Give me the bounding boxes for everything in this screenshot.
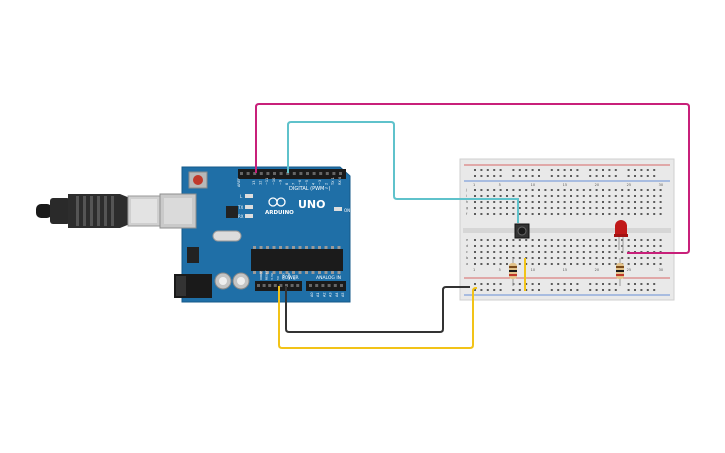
digital-pin-label: 2 (325, 183, 329, 185)
column-number: 10 (531, 268, 535, 272)
analog-pin-label: A2 (322, 292, 326, 297)
digital-pin-label: ~10 (272, 178, 276, 185)
wire-black[interactable] (285, 286, 470, 333)
row-letter: h (466, 200, 468, 204)
aref-label: AREF (237, 178, 241, 187)
digital-pin-label: 4 (311, 182, 315, 185)
usb-chip-icon (226, 206, 238, 218)
row-letter: f (466, 212, 468, 216)
column-number: 15 (563, 268, 567, 272)
row-letter: i (466, 194, 467, 198)
arduino-logo-icon (268, 197, 286, 207)
digital-label: DIGITAL (PWM~) (289, 186, 331, 192)
digital-pin-label: 8 (285, 183, 289, 185)
power-pin-label: GND (287, 272, 291, 280)
digital-pin-label: ~9 (278, 180, 282, 185)
microcontroller-chip (251, 246, 343, 274)
usb-cable-icon[interactable] (36, 194, 161, 228)
digital-pin-label: RX 0 (338, 177, 342, 185)
row-letter: a (466, 262, 468, 266)
column-number: 1 (473, 183, 475, 187)
analog-pin-label: A4 (335, 292, 339, 297)
board-brand-label: ARDUINO (265, 210, 294, 216)
column-number: 30 (659, 268, 663, 272)
digital-pin-label: ~5 (305, 180, 309, 185)
arduino-uno-board[interactable]: UNO ARDUINO DIGITAL (PWM~) POWER ANALOG … (159, 166, 351, 303)
digital-pin-label: TX 1 (331, 177, 335, 186)
column-number: 20 (595, 268, 599, 272)
analog-pin-label: A3 (329, 292, 333, 297)
row-letter: d (466, 244, 468, 248)
resistor-icon[interactable] (509, 258, 517, 286)
power-pin-label: IOREF (259, 271, 263, 280)
analog-pin-label: A5 (341, 292, 345, 297)
resistor-icon[interactable] (616, 258, 624, 286)
on-label: ON (344, 208, 350, 213)
power-pin-label: RESET (265, 270, 269, 280)
row-letter: b (466, 256, 469, 260)
wire-magenta[interactable] (255, 103, 690, 254)
regulator-icon (187, 247, 199, 263)
l-label: L (240, 194, 243, 199)
power-pin-label: GND (281, 272, 285, 280)
power-label: POWER (282, 275, 299, 281)
power-pin-label: 5V (276, 275, 280, 280)
column-number: 5 (499, 183, 501, 187)
row-letter: e (466, 238, 468, 242)
capacitor-icon (214, 272, 250, 290)
column-number: 1 (473, 268, 475, 272)
digital-pin-label: 12 (259, 181, 263, 185)
row-letter: j (465, 188, 467, 192)
digital-pin-label: ~11 (265, 178, 269, 185)
digital-pin-label: 7 (292, 183, 296, 185)
column-number: 25 (627, 183, 631, 187)
pushbutton-icon[interactable] (514, 223, 530, 239)
column-number: 15 (563, 183, 567, 187)
analog-header (306, 281, 346, 291)
tx-label: TX (237, 205, 243, 210)
reset-button[interactable] (188, 171, 208, 189)
column-number: 25 (627, 268, 631, 272)
digital-pin-label: ~6 (298, 180, 302, 185)
analog-pin-label: A1 (316, 292, 320, 297)
digital-pin-label: 13 (252, 181, 256, 185)
analog-pin-label: A0 (310, 292, 314, 297)
led-icon[interactable] (614, 220, 628, 252)
rx-label: RX (238, 214, 244, 219)
row-letter: g (466, 206, 468, 210)
crystal-icon (212, 230, 242, 242)
board-name-label: UNO (298, 198, 326, 211)
column-number: 30 (659, 183, 663, 187)
analog-label: ANALOG IN (316, 275, 341, 281)
digital-header (238, 169, 346, 179)
wire-yellow[interactable] (278, 286, 477, 349)
power-pin-label: Vin (293, 275, 297, 280)
wire-cyan[interactable] (287, 121, 519, 223)
digital-pin-label: ~3 (318, 180, 322, 185)
power-pin-label: 3.3V (270, 272, 274, 280)
column-number: 20 (595, 183, 599, 187)
row-letter: c (466, 250, 468, 254)
column-number: 10 (531, 183, 535, 187)
column-number: 5 (499, 268, 501, 272)
power-jack (174, 274, 212, 298)
